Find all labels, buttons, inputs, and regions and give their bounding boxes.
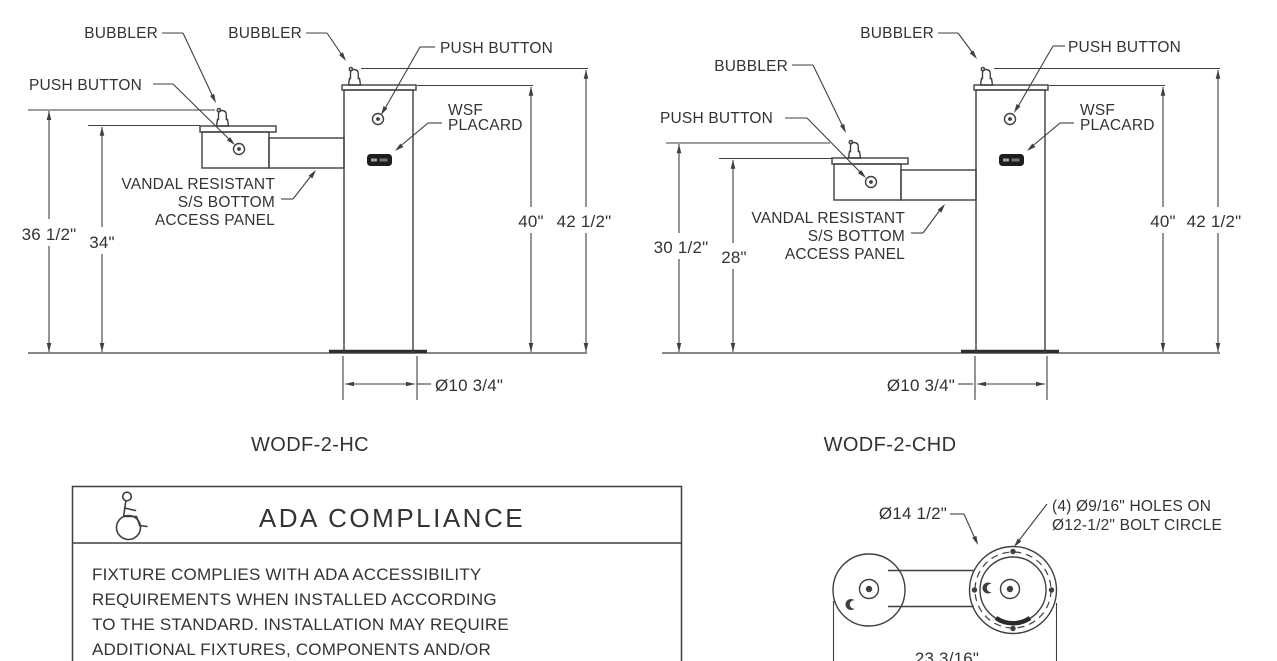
ada-box-border	[71, 485, 683, 661]
panel-label-line3: ACCESS PANEL	[155, 212, 275, 229]
dim-40: 40"	[1150, 212, 1176, 231]
ada-title: ADA COMPLIANCE	[259, 503, 525, 533]
leader-lines	[153, 32, 442, 200]
model-title-hc: WODF-2-HC	[251, 434, 369, 456]
dim-36-half: 36 1/2"	[22, 225, 77, 244]
access-panel-arm	[268, 137, 345, 169]
pedestal-body	[343, 89, 414, 354]
panel-label-line1: VANDAL RESISTANT	[751, 210, 905, 227]
bubbler-top-right	[999, 578, 1021, 600]
basin-rim	[831, 157, 909, 165]
upper-bubbler	[347, 66, 362, 86]
ada-body-line1: FIXTURE COMPLIES WITH ADA ACCESSIBILITY	[92, 565, 481, 584]
bubbler-low-label: BUBBLER	[84, 25, 158, 42]
leader-lines	[950, 503, 1048, 549]
push-button-low-label: PUSH BUTTON	[660, 110, 773, 127]
dim-28: 28"	[721, 248, 747, 267]
wsf-label-line1: WSF	[448, 102, 483, 119]
bubbler-top-left	[858, 578, 880, 600]
wsf-label-line2: PLACARD	[1080, 117, 1155, 134]
push-button-top-right	[982, 582, 996, 594]
pedestal-outer-circle	[968, 545, 1058, 635]
push-button-top-left	[845, 599, 859, 610]
wsf-placard-badge	[367, 154, 392, 166]
push-button-high-label: PUSH BUTTON	[440, 40, 553, 57]
ada-body-line4: ADDITIONAL FIXTURES, COMPONENTS AND/OR	[92, 640, 491, 659]
pedestal-body	[975, 89, 1046, 354]
push-button-high-label: PUSH BUTTON	[1068, 39, 1181, 56]
front-view-wodf-2-hc: BUBBLER BUBBLER PUSH BUTTON PUSH BUTTON …	[22, 25, 612, 456]
lower-bubbler	[847, 139, 862, 159]
panel-label-line1: VANDAL RESISTANT	[121, 176, 275, 193]
push-button-dot-upper	[1003, 112, 1017, 126]
pedestal-cap	[973, 84, 1049, 91]
bubbler-low-label: BUBBLER	[714, 58, 788, 75]
dimension-lines	[666, 67, 1221, 400]
pedestal-cap	[341, 84, 417, 91]
push-button-dot-lower	[864, 175, 878, 189]
wsf-placard-badge	[999, 154, 1024, 166]
top-view: Ø14 1/2" (4) Ø9/16" HOLES ON Ø12-1/2" BO…	[832, 498, 1222, 661]
dim-42-half: 42 1/2"	[1187, 212, 1242, 231]
leader-lines	[785, 32, 1074, 234]
bubbler-high-label: BUBBLER	[860, 25, 934, 42]
push-button-dot-lower	[232, 142, 246, 156]
dim-30-half: 30 1/2"	[654, 238, 709, 257]
wheelchair-icon	[115, 491, 148, 541]
overall-width-label: 23 3/16"	[915, 649, 979, 661]
panel-label-line2: S/S BOTTOM	[808, 228, 905, 245]
dim-42-half: 42 1/2"	[557, 212, 612, 231]
model-title-chd: WODF-2-CHD	[824, 434, 957, 456]
basin-body	[833, 163, 902, 201]
lower-bubbler	[215, 107, 230, 127]
dim-base-diameter: Ø10 3/4"	[887, 376, 955, 395]
dim-34: 34"	[89, 233, 115, 252]
bolt-note-line1: (4) Ø9/16" HOLES ON	[1052, 498, 1211, 515]
panel-label-line3: ACCESS PANEL	[785, 246, 905, 263]
wsf-label-line2: PLACARD	[448, 117, 523, 134]
dimension-lines	[28, 67, 589, 400]
push-button-dot-upper	[371, 112, 385, 126]
basin-body	[201, 131, 270, 169]
drain-arc	[994, 616, 1032, 626]
wsf-label-line1: WSF	[1080, 102, 1115, 119]
bolt-holes	[971, 548, 1055, 632]
dim-base-diameter: Ø10 3/4"	[435, 376, 503, 395]
access-panel-arm	[900, 169, 977, 201]
lower-basin-circle	[832, 553, 906, 627]
ada-compliance-box: ADA COMPLIANCE FIXTURE COMPLIES WITH ADA…	[71, 485, 683, 661]
front-view-wodf-2-chd: BUBBLER BUBBLER PUSH BUTTON PUSH BUTTON …	[654, 25, 1242, 456]
upper-bubbler	[979, 66, 994, 86]
panel-label-line2: S/S BOTTOM	[178, 194, 275, 211]
ada-body-line2: REQUIREMENTS WHEN INSTALLED ACCORDING	[92, 590, 497, 609]
bubbler-high-label: BUBBLER	[228, 25, 302, 42]
basin-rim	[199, 125, 277, 133]
flange-diameter-label: Ø14 1/2"	[879, 504, 947, 523]
ada-body-line3: TO THE STANDARD. INSTALLATION MAY REQUIR…	[92, 615, 509, 634]
bolt-note-line2: Ø12-1/2" BOLT CIRCLE	[1052, 517, 1222, 534]
push-button-low-label: PUSH BUTTON	[29, 77, 142, 94]
dim-40: 40"	[518, 212, 544, 231]
